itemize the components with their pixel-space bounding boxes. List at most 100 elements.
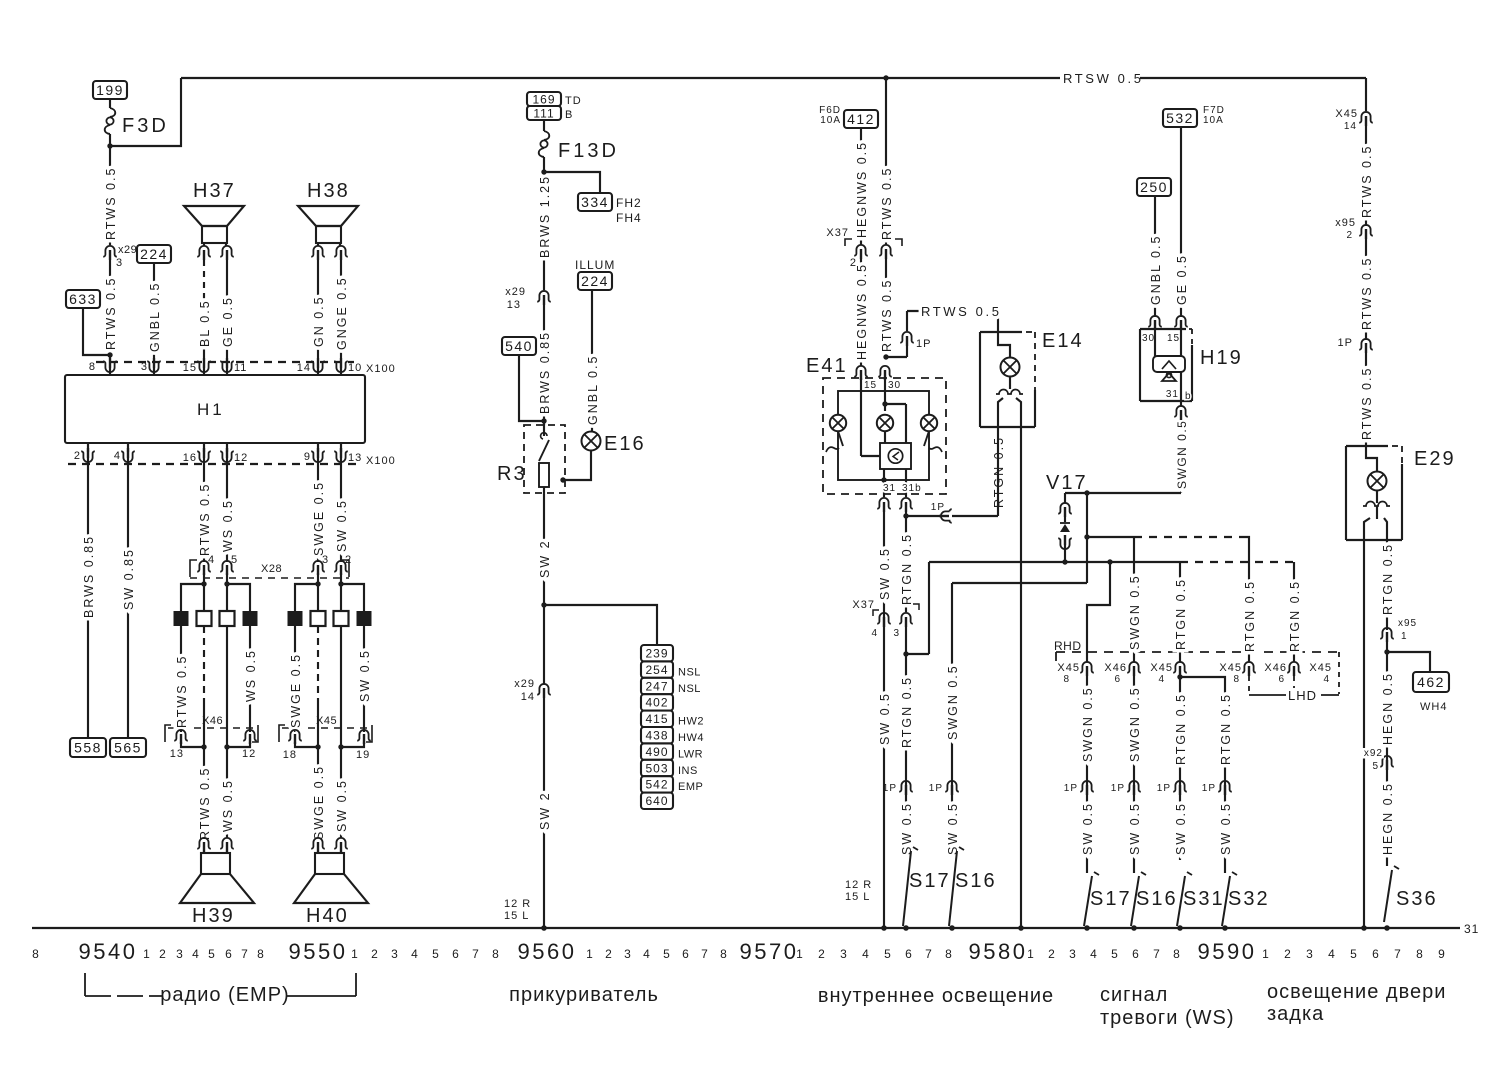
svg-text:E14: E14	[1042, 330, 1084, 352]
svg-text:SW 0.5: SW 0.5	[358, 649, 372, 702]
svg-text:HEGNWS 0.5: HEGNWS 0.5	[855, 263, 869, 360]
svg-text:RTGN 0.5: RTGN 0.5	[900, 533, 914, 605]
svg-text:TD: TD	[565, 95, 582, 107]
svg-text:RTWS 0.5: RTWS 0.5	[198, 767, 212, 840]
svg-text:RTWS 0.5: RTWS 0.5	[1360, 257, 1374, 330]
svg-text:2: 2	[850, 257, 857, 269]
svg-text:12: 12	[234, 452, 248, 464]
svg-text:438: 438	[645, 729, 668, 743]
svg-text:RTWS 0.5: RTWS 0.5	[175, 655, 189, 728]
svg-text:8: 8	[32, 947, 40, 961]
svg-text:3: 3	[116, 257, 123, 269]
svg-text:BL 0.5: BL 0.5	[198, 299, 212, 347]
svg-text:SW 0.5: SW 0.5	[1128, 802, 1142, 855]
svg-text:8: 8	[945, 947, 953, 961]
svg-text:WS 0.5: WS 0.5	[221, 779, 235, 832]
svg-text:3: 3	[391, 947, 399, 961]
svg-text:S16: S16	[1136, 888, 1178, 910]
svg-text:4: 4	[1090, 947, 1098, 961]
svg-text:RTGN 0.5: RTGN 0.5	[1381, 543, 1395, 615]
svg-text:x29: x29	[505, 286, 526, 298]
svg-text:BRWS 1.25: BRWS 1.25	[538, 175, 552, 258]
svg-text:5: 5	[432, 947, 440, 961]
svg-text:X45: X45	[1150, 662, 1173, 674]
svg-text:V17: V17	[1046, 472, 1088, 494]
svg-text:1P: 1P	[1202, 783, 1216, 794]
svg-text:E41: E41	[806, 355, 848, 377]
svg-text:1: 1	[351, 947, 359, 961]
svg-text:NSL: NSL	[678, 666, 701, 678]
svg-text:247: 247	[645, 679, 668, 693]
svg-text:6: 6	[682, 947, 690, 961]
svg-text:H19: H19	[1200, 347, 1243, 369]
svg-text:SW 0.5: SW 0.5	[335, 779, 349, 832]
svg-text:503: 503	[645, 761, 668, 775]
svg-text:4: 4	[871, 628, 878, 639]
svg-text:SWGN 0.5: SWGN 0.5	[1128, 574, 1142, 650]
svg-text:2: 2	[1284, 947, 1292, 961]
svg-text:SWGE 0.5: SWGE 0.5	[312, 765, 326, 840]
svg-text:H37: H37	[193, 180, 236, 202]
svg-text:2: 2	[159, 947, 167, 961]
svg-text:X45: X45	[1057, 662, 1080, 674]
svg-text:FH2: FH2	[616, 196, 642, 210]
svg-text:565: 565	[114, 740, 142, 756]
svg-text:S31: S31	[1183, 888, 1225, 910]
svg-text:x92: x92	[1364, 748, 1383, 759]
svg-text:5: 5	[1111, 947, 1119, 961]
svg-text:X46: X46	[1104, 662, 1127, 674]
svg-text:6: 6	[905, 947, 913, 961]
svg-text:сигнал: сигнал	[1100, 984, 1168, 1006]
svg-text:2: 2	[371, 947, 379, 961]
svg-text:5: 5	[231, 554, 238, 566]
svg-text:RHD: RHD	[1054, 639, 1082, 653]
svg-text:6: 6	[1372, 947, 1380, 961]
svg-text:10A: 10A	[820, 115, 841, 126]
svg-text:SWGN 0.5: SWGN 0.5	[1128, 686, 1142, 762]
svg-text:633: 633	[69, 291, 97, 307]
svg-text:6: 6	[225, 947, 233, 961]
svg-text:4: 4	[1328, 947, 1336, 961]
svg-text:x95: x95	[1335, 217, 1356, 229]
svg-text:5: 5	[1350, 947, 1358, 961]
svg-text:9550: 9550	[289, 939, 348, 964]
svg-text:X37: X37	[852, 599, 875, 611]
svg-text:ILLUM: ILLUM	[575, 258, 615, 272]
svg-text:GE 0.5: GE 0.5	[1175, 254, 1189, 305]
svg-text:F13D: F13D	[558, 140, 619, 162]
svg-text:3: 3	[1069, 947, 1077, 961]
svg-text:H1: H1	[197, 400, 225, 419]
svg-text:GNGE 0.5: GNGE 0.5	[335, 276, 349, 350]
svg-text:2: 2	[345, 554, 352, 566]
svg-text:254: 254	[645, 663, 668, 677]
svg-text:1P: 1P	[1064, 783, 1078, 794]
svg-text:WH4: WH4	[1420, 701, 1447, 713]
svg-text:1P: 1P	[929, 783, 943, 794]
svg-text:RTWS 0.5: RTWS 0.5	[104, 167, 118, 240]
svg-text:12: 12	[242, 748, 256, 760]
svg-text:HEGNWS 0.5: HEGNWS 0.5	[855, 141, 869, 238]
svg-text:239: 239	[645, 647, 668, 661]
svg-text:SWGN 0.5: SWGN 0.5	[1081, 686, 1095, 762]
svg-text:542: 542	[645, 778, 668, 792]
svg-text:X28: X28	[261, 563, 282, 575]
svg-text:R3: R3	[497, 463, 527, 485]
svg-text:13: 13	[348, 452, 362, 464]
svg-text:2: 2	[1346, 230, 1353, 241]
svg-text:X45: X45	[1335, 108, 1358, 120]
svg-text:15: 15	[183, 362, 197, 374]
svg-text:111: 111	[533, 106, 554, 120]
svg-text:GE 0.5: GE 0.5	[221, 296, 235, 347]
svg-text:X46: X46	[1264, 662, 1287, 674]
svg-text:LHD: LHD	[1288, 688, 1317, 703]
svg-text:SW 0.5: SW 0.5	[1219, 802, 1233, 855]
svg-text:1: 1	[143, 947, 151, 961]
svg-text:X45: X45	[1309, 662, 1332, 674]
svg-text:S17: S17	[1090, 888, 1132, 910]
svg-text:13: 13	[507, 299, 521, 311]
svg-text:6: 6	[1278, 674, 1285, 685]
svg-text:GN 0.5: GN 0.5	[312, 295, 326, 347]
svg-text:3: 3	[840, 947, 848, 961]
svg-text:2: 2	[818, 947, 826, 961]
svg-text:415: 415	[645, 712, 668, 726]
